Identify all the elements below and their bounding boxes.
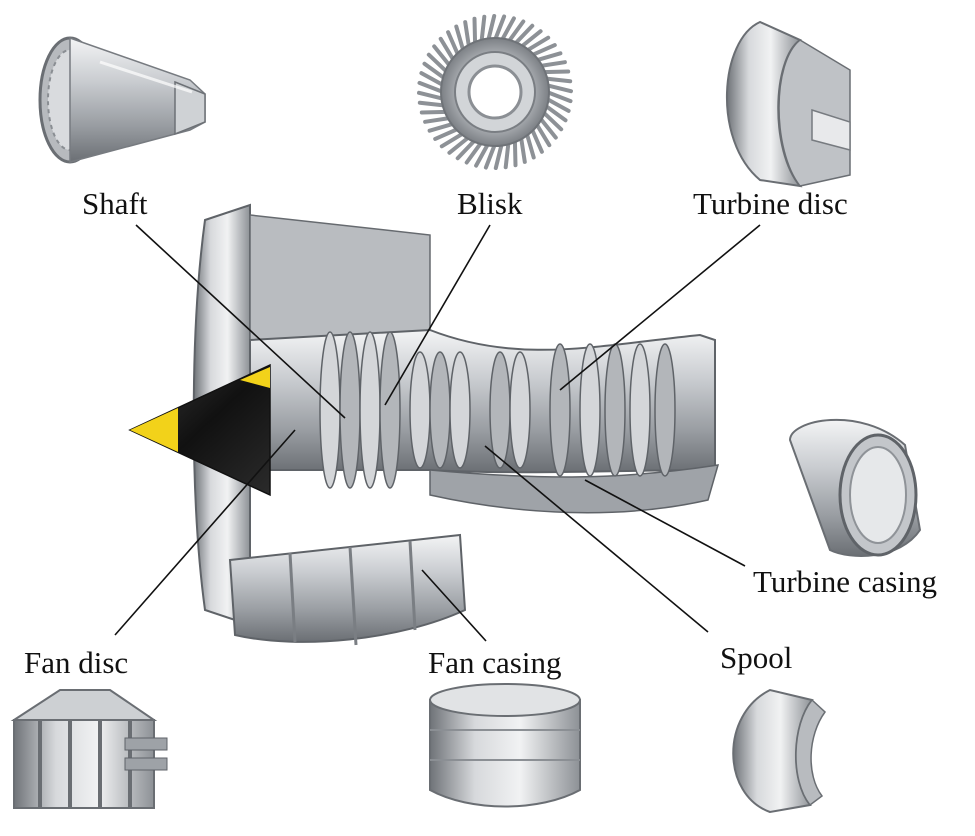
engine-stage-disc: [409, 351, 431, 469]
blisk-blade: [524, 35, 551, 53]
label-shaft: Shaft: [82, 186, 148, 221]
engine-stage-disc: [549, 343, 571, 477]
blisk-blade: [422, 61, 447, 81]
blisk-blade: [545, 90, 573, 104]
leader-line-shaft: [135, 224, 346, 419]
leader-line-spool: [484, 445, 709, 633]
label-fan-casing: Fan casing: [428, 645, 562, 680]
blisk-blade: [474, 141, 491, 168]
engine-stage-disc: [604, 343, 626, 477]
jet-engine-cutaway-illustration: [128, 203, 720, 646]
blisk-blade: [464, 140, 484, 165]
blisk-blade: [472, 16, 478, 46]
blisk-blade: [417, 90, 446, 101]
spool-component-icon: [732, 688, 827, 814]
blisk-blade: [544, 96, 571, 113]
blisk-blade: [438, 36, 456, 63]
turbine-disc-component-icon: [725, 20, 851, 188]
blisk-blade: [541, 69, 571, 75]
blisk-blade: [463, 20, 471, 49]
blisk-blade: [439, 131, 466, 149]
blisk-blade: [433, 126, 461, 141]
blisk-blade: [419, 109, 449, 115]
blisk-blade: [455, 138, 478, 161]
blisk-blade: [529, 43, 557, 58]
fan-casing-component-icon: [429, 683, 581, 808]
engine-stage-disc: [379, 331, 401, 489]
engine-stage-disc: [629, 343, 651, 477]
leader-line-turbine-disc: [559, 224, 761, 391]
leader-line-fan-disc: [114, 429, 296, 636]
blisk-blade: [423, 116, 452, 124]
blisk-blade: [503, 140, 511, 170]
blisk-blade: [417, 80, 445, 94]
engine-stage-disc: [654, 343, 676, 477]
blisk-blade: [419, 71, 446, 88]
blisk-blade: [486, 14, 497, 43]
blisk-blade: [529, 126, 544, 154]
blisk-blade: [447, 135, 471, 155]
blisk-blade: [427, 121, 456, 133]
blisk-blade: [519, 29, 543, 49]
blisk-blade: [538, 116, 558, 140]
shaft-component-icon: [38, 36, 206, 164]
engine-stage-disc: [429, 351, 451, 469]
blisk-blade: [544, 83, 573, 94]
leader-line-blisk: [384, 224, 491, 406]
blisk-blade: [432, 44, 452, 68]
blisk-blade: [426, 52, 449, 75]
blisk-blade: [483, 142, 497, 170]
label-turbine-casing: Turbine casing: [753, 564, 937, 599]
blisk-blade: [493, 141, 504, 170]
blisk-blade: [493, 14, 507, 42]
leader-line-turbine-casing: [584, 479, 746, 567]
blisk-blade: [541, 109, 564, 132]
blisk-blade: [506, 19, 526, 44]
engine-stage-disc: [509, 351, 531, 469]
label-turbine-disc: Turbine disc: [693, 186, 848, 221]
blisk-blade: [538, 60, 567, 68]
blisk-blade: [446, 30, 461, 58]
engine-stage-disc: [449, 351, 471, 469]
blisk-blade: [543, 76, 573, 84]
blisk-blade: [524, 131, 536, 160]
leader-line-fan-casing: [421, 569, 487, 642]
engine-stage-disc: [579, 343, 601, 477]
blisk-blade: [534, 51, 563, 63]
engine-stage-disc: [359, 331, 381, 489]
blisk-blade: [512, 23, 535, 46]
blisk-blade: [417, 100, 447, 108]
label-blisk: Blisk: [457, 186, 523, 221]
blisk-blade: [479, 14, 487, 44]
blisk-blade: [499, 16, 516, 43]
blisk-blade: [519, 135, 527, 164]
blisk-blade: [534, 121, 552, 148]
label-spool: Spool: [720, 640, 793, 675]
blisk-blade: [512, 138, 518, 168]
blisk-blade: [543, 103, 568, 123]
fan-disc-component-icon: [10, 689, 168, 809]
blisk-blade: [454, 24, 466, 53]
engine-stage-disc: [489, 351, 511, 469]
label-fan-disc: Fan disc: [24, 645, 129, 680]
turbine-casing-component-icon: [788, 418, 922, 557]
blisk-component-icon: [417, 14, 573, 170]
leader-lines: [114, 224, 761, 642]
engine-stage-disc: [339, 331, 361, 489]
